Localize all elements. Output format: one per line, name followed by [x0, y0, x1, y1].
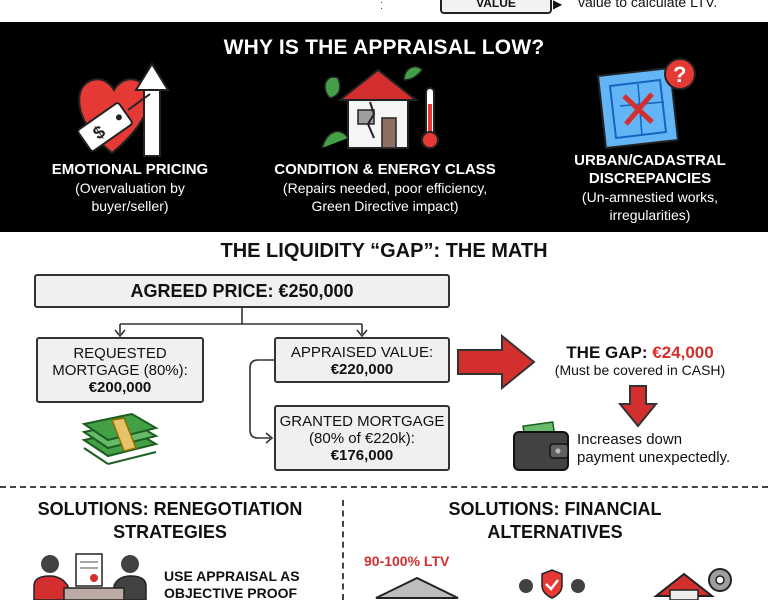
cause-emotional-sub2: buyer/seller)	[91, 198, 169, 214]
top-strip	[0, 0, 768, 22]
solutions-left-title1: SOLUTIONS: RENEGOTIATION	[37, 499, 303, 519]
requested-value: €200,000	[88, 379, 152, 396]
top-value-box: VALUE	[440, 0, 552, 14]
gap-label: THE GAP:	[566, 343, 648, 362]
heart-price-tag-icon: $	[77, 62, 170, 157]
cause-condition-title: CONDITION & ENERGY CLASS	[274, 161, 496, 178]
gap-arrow-icon	[457, 334, 536, 390]
flow-connectors	[114, 308, 368, 444]
top-note: value to calculate LTV.	[578, 0, 718, 10]
granted-line2: (80% of €220k):	[309, 430, 415, 447]
money-stack-icon	[81, 412, 159, 465]
top-dots: ··	[380, 0, 384, 14]
use-appraisal-line2: OBJECTIVE PROOF	[164, 585, 298, 601]
granted-line1: GRANTED MORTGAGE	[279, 413, 445, 430]
solutions-divider	[342, 500, 344, 600]
cause-condition-sub1: (Repairs needed, poor efficiency,	[282, 180, 488, 196]
appraised-value-box: APPRAISED VALUE: €220,000	[274, 337, 450, 383]
gap-title: THE GAP: €24,000	[520, 343, 760, 363]
appraised-line1: APPRAISED VALUE:	[290, 344, 434, 361]
house-gear-icon	[653, 568, 732, 600]
cause-urban-title2: DISCREPANCIES	[588, 170, 712, 187]
math-title: THE LIQUIDITY “GAP”: THE MATH	[220, 240, 548, 262]
use-appraisal-line1: USE APPRAISAL AS	[164, 568, 300, 584]
top-arrow-icon: ▶	[553, 0, 563, 11]
down-arrow-icon	[618, 385, 658, 428]
ltv-label: 90-100% LTV	[364, 553, 450, 569]
cause-emotional-sub1: (Overvaluation by	[75, 180, 185, 196]
solutions-financial-title: SOLUTIONS: FINANCIAL ALTERNATIVES	[360, 498, 750, 544]
blueprint-question-icon: ?	[596, 58, 696, 150]
granted-mortgage-box: GRANTED MORTGAGE (80% of €220k): €176,00…	[274, 405, 450, 471]
wallet-icon	[513, 421, 569, 471]
cause-condition-sub2: Green Directive impact)	[311, 198, 459, 214]
gap-subtitle: (Must be covered in CASH)	[554, 362, 726, 378]
requested-line1: REQUESTED	[73, 345, 167, 362]
cause-urban-sub2: irregularities)	[609, 207, 691, 223]
solutions-renegotiation-title: SOLUTIONS: RENEGOTIATION STRATEGIES	[20, 498, 320, 544]
agreed-price-box: AGREED PRICE: €250,000	[34, 274, 450, 308]
increase-line2: payment unexpectedly.	[577, 449, 731, 466]
cracked-house-icon	[321, 66, 439, 149]
requested-mortgage-box: REQUESTED MORTGAGE (80%): €200,000	[36, 337, 204, 403]
appraised-value: €220,000	[330, 361, 394, 378]
granted-value: €176,000	[330, 447, 394, 464]
solutions-left-title2: STRATEGIES	[113, 522, 227, 542]
svg-text:?: ?	[673, 62, 686, 87]
section-divider	[0, 486, 768, 488]
causes-title: WHY IS THE APPRAISAL LOW?	[223, 36, 545, 59]
solutions-right-title2: ALTERNATIVES	[487, 522, 623, 542]
cause-urban-title1: URBAN/CADASTRAL	[574, 152, 726, 169]
increase-note: Increases down payment unexpectedly.	[577, 431, 767, 467]
meeting-icon	[33, 553, 147, 600]
gap-value: €24,000	[652, 343, 714, 362]
bank-roof-icon	[375, 576, 459, 599]
use-appraisal-label: USE APPRAISAL AS OBJECTIVE PROOF	[164, 568, 300, 602]
increase-line1: Increases down	[577, 431, 683, 448]
cause-emotional-title: EMOTIONAL PRICING	[51, 161, 209, 178]
cause-urban-sub1: (Un-amnestied works,	[581, 189, 719, 205]
solutions-right-title1: SOLUTIONS: FINANCIAL	[448, 499, 662, 519]
requested-line2: MORTGAGE (80%):	[52, 362, 188, 379]
shield-people-icon	[519, 569, 585, 599]
